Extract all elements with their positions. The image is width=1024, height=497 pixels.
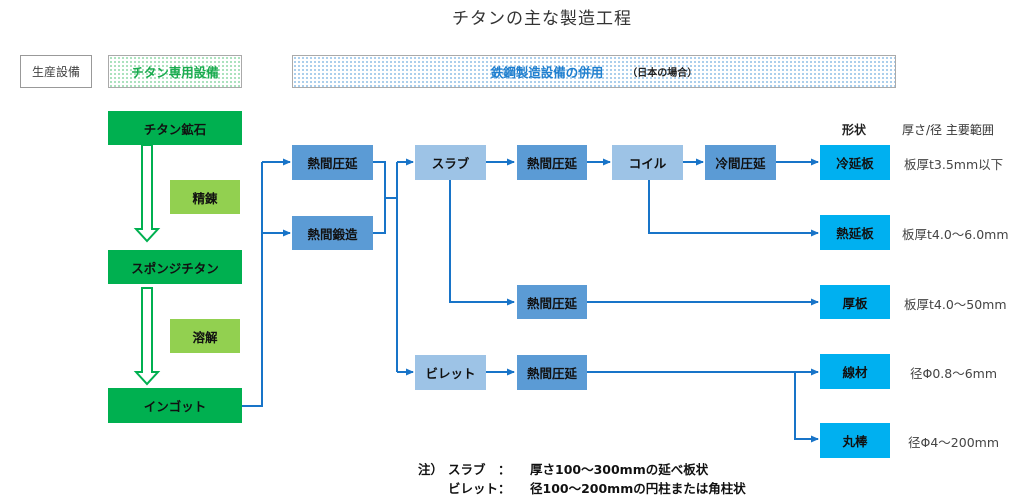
product-cold-rolled-sheet: 冷延板 bbox=[820, 145, 890, 180]
product-spec-cold-rolled-sheet: 板厚t3.5mm以下 bbox=[904, 157, 1004, 172]
product-wire-rod: 線材 bbox=[820, 354, 890, 389]
titanium-ore-box: チタン鉱石 bbox=[108, 111, 242, 145]
arrow-ore-to-sponge bbox=[133, 144, 161, 243]
hot-forging-box: 熱間鍛造 bbox=[292, 216, 373, 250]
product-round-bar: 丸棒 bbox=[820, 423, 890, 458]
product-hot-rolled-sheet: 熱延板 bbox=[820, 215, 890, 250]
coil-box: コイル bbox=[612, 145, 683, 180]
flow-slab-to-plate-rolling bbox=[449, 180, 515, 306]
flow-merge bbox=[373, 161, 386, 234]
hot-rolling-box-1: 熱間圧延 bbox=[292, 145, 373, 180]
page-title: チタンの主な製造工程 bbox=[452, 9, 632, 29]
arrow-sponge-to-ingot bbox=[133, 287, 161, 386]
hot-rolling-plate-box: 熱間圧延 bbox=[517, 285, 587, 319]
note-billet-text: 径100〜200mmの円柱または角柱状 bbox=[530, 481, 746, 496]
melting-box: 溶解 bbox=[170, 319, 240, 353]
product-spec-hot-rolled-sheet: 板厚t4.0〜6.0mm bbox=[902, 227, 1009, 242]
sponge-titanium-box: スポンジチタン bbox=[108, 250, 242, 284]
note-billet-label: ビレット： bbox=[448, 481, 511, 496]
product-spec-thick-plate: 板厚t4.0〜50mm bbox=[904, 297, 1007, 312]
products-header-shape: 形状 bbox=[842, 123, 867, 137]
product-spec-wire-rod: 径Φ0.8〜6mm bbox=[910, 366, 998, 381]
legend-steel-shared-label: 鉄鋼製造設備の併用 bbox=[490, 65, 604, 80]
flow-to-round-bar bbox=[794, 372, 819, 443]
products-header-range: 厚さ/径 主要範囲 bbox=[902, 123, 994, 137]
product-spec-round-bar: 径Φ4〜200mm bbox=[908, 435, 1000, 450]
cold-rolling-box: 冷間圧延 bbox=[705, 145, 776, 180]
hot-rolling-coil-box: 熱間圧延 bbox=[517, 145, 587, 180]
flow-coil-to-hot-sheet bbox=[648, 180, 819, 237]
product-thick-plate: 厚板 bbox=[820, 285, 890, 319]
note-slab-label: スラブ ： bbox=[448, 462, 511, 477]
hot-rolling-billet-box: 熱間圧延 bbox=[517, 355, 587, 390]
flow-ingot-branch bbox=[242, 162, 263, 407]
legend-production-equipment: 生産設備 bbox=[20, 55, 92, 88]
slab-box: スラブ bbox=[415, 145, 486, 180]
refining-box: 精錬 bbox=[170, 180, 240, 214]
note-slab-text: 厚さ100〜300mmの延べ板状 bbox=[530, 462, 709, 477]
legend-titanium-dedicated: チタン専用設備 bbox=[108, 55, 242, 88]
ingot-box: インゴット bbox=[108, 388, 242, 423]
legend-steel-shared: 鉄鋼製造設備の併用 （日本の場合） bbox=[292, 55, 896, 88]
legend-steel-shared-note: （日本の場合） bbox=[627, 68, 698, 79]
billet-box: ビレット bbox=[415, 355, 486, 390]
note-prefix: 注） bbox=[418, 462, 444, 477]
